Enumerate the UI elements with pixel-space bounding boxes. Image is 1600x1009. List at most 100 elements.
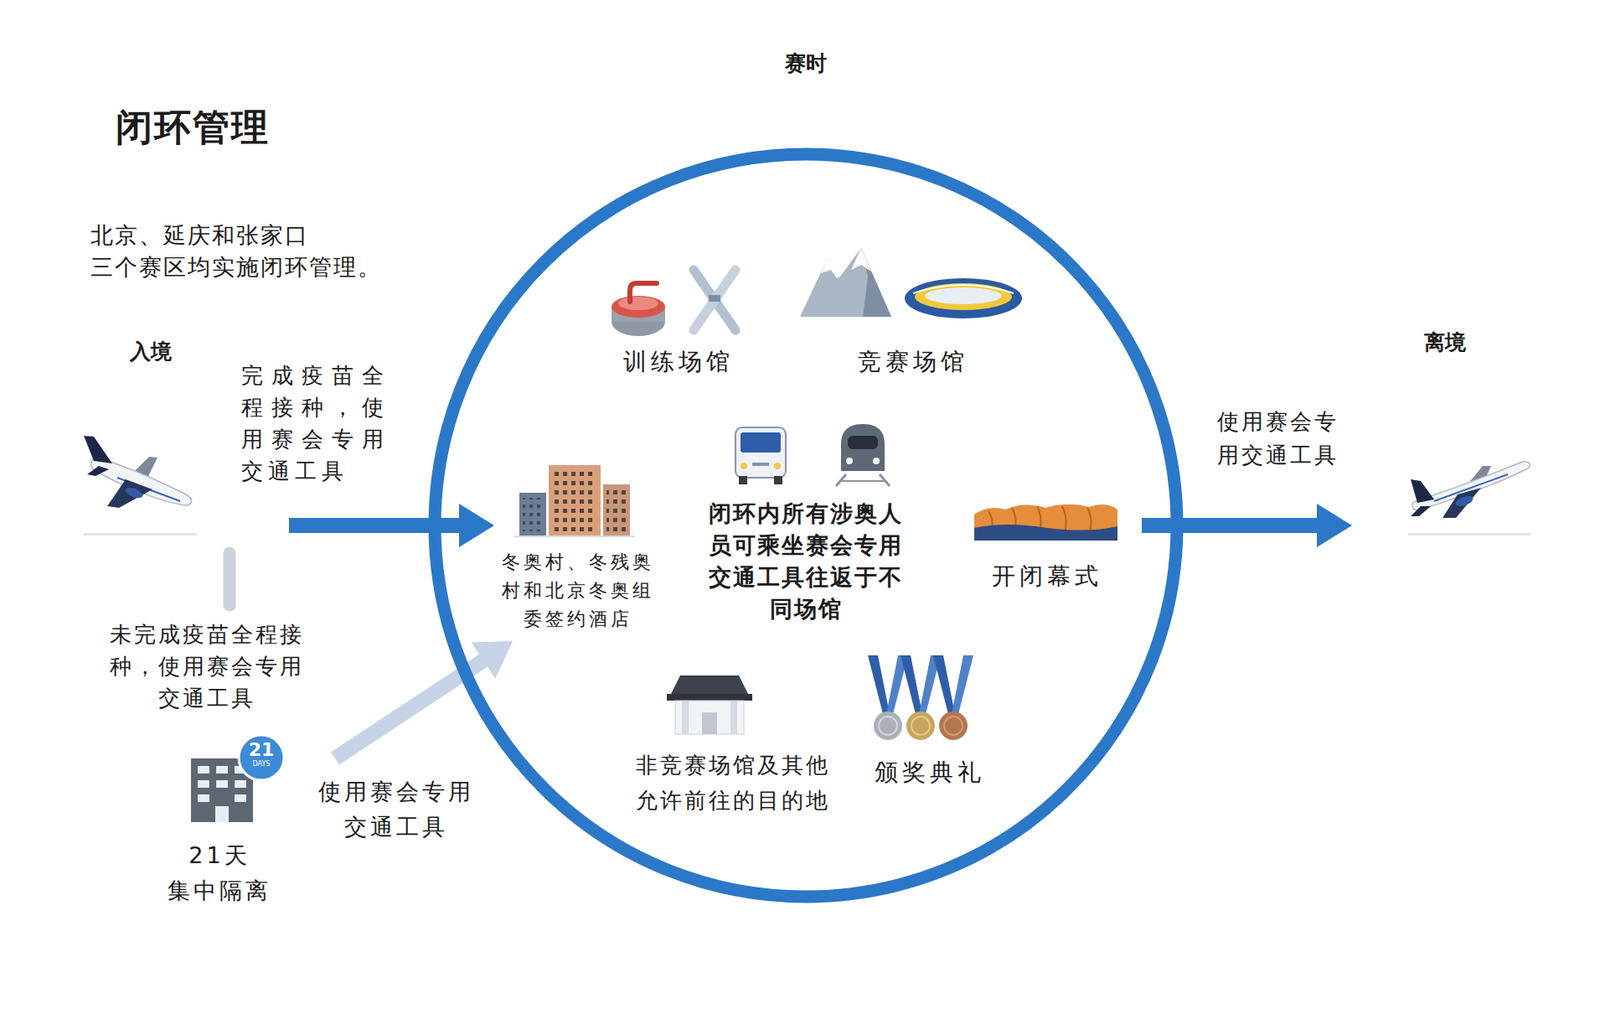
mountain-icon xyxy=(820,258,841,279)
hotel-icon xyxy=(603,484,630,537)
bus-icon xyxy=(774,475,783,485)
training-venue-text: 训练场馆 xyxy=(603,346,754,377)
building-icon xyxy=(701,712,718,734)
curling-stone-icon xyxy=(611,283,666,336)
bus-icon xyxy=(738,475,748,485)
medals-icon xyxy=(939,711,968,740)
hotel-icon xyxy=(522,497,543,532)
medals-icon xyxy=(867,655,974,740)
badge-number-holder: 21 xyxy=(238,740,284,759)
exit-arrow-label: 使用赛会专用交通工具 xyxy=(1217,404,1345,472)
closed-loop-circle-text: 赛时 xyxy=(775,50,837,78)
stadium-icon xyxy=(904,278,1022,319)
quarantine-building-icon xyxy=(190,734,284,822)
curling-stone-icon xyxy=(611,295,666,318)
medals-icon xyxy=(873,711,903,740)
award-ceremony-text: 颁奖典礼 xyxy=(862,757,997,788)
closed-loop-circle-text-holder: 赛时 xyxy=(775,50,837,78)
building-icon xyxy=(670,675,749,696)
medals-icon xyxy=(911,716,930,735)
region-note: 北京、延庆和张家口 三个赛区均实施闭环管理。 xyxy=(90,219,405,284)
ceremony-stadium-icon xyxy=(974,504,1118,541)
curling-stone-icon xyxy=(629,283,657,302)
quarantine-building-icon xyxy=(216,765,228,774)
medals-icon xyxy=(951,655,974,714)
mountain-icon xyxy=(800,247,892,317)
building-icon xyxy=(730,700,738,734)
entry-arrow xyxy=(289,503,495,548)
circle-ring xyxy=(434,154,1177,897)
connector-line xyxy=(223,552,237,605)
entry-group-text-holder: 入境 xyxy=(121,338,181,366)
quarantine-link xyxy=(229,552,231,605)
badge-unit-holder: DAYS xyxy=(238,759,284,768)
stadium-icon xyxy=(924,287,1002,305)
badge-unit: DAYS xyxy=(238,759,284,768)
award-ceremony-text-holder: 颁奖典礼 xyxy=(862,757,997,788)
building-icon xyxy=(666,675,753,734)
airplane-icon xyxy=(123,485,145,501)
quarantine-building-icon xyxy=(234,794,247,802)
stadium-icon xyxy=(913,284,1014,294)
quarantine-building-icon xyxy=(238,734,284,780)
non-competition-venue: 非竞赛场馆及其他允许前往的目的地 xyxy=(619,665,847,821)
train-icon xyxy=(847,435,878,450)
training-venue: 训练场馆 xyxy=(598,255,759,382)
mountain-icon xyxy=(851,247,872,272)
competition-venue-text: 竞赛场馆 xyxy=(837,346,989,377)
train-icon xyxy=(846,457,853,465)
ceremony-venue: 开闭幕式 xyxy=(967,490,1127,599)
bus-icon xyxy=(774,462,781,470)
diagram-title-holder: 闭环管理 xyxy=(115,103,334,151)
quarantine-building-icon xyxy=(215,805,229,822)
skis-icon xyxy=(693,269,736,331)
village-hotel: 冬奥村、冬残奥村和北京冬奥组委签约酒店 xyxy=(494,456,666,641)
exit-group-text-holder: 离境 xyxy=(1415,329,1475,357)
mountain-icon xyxy=(861,247,892,317)
airplane-icon xyxy=(1408,532,1531,536)
bus-icon xyxy=(735,427,786,485)
badge-number: 21 xyxy=(238,740,284,759)
airplane-icon xyxy=(87,465,109,476)
quarantine-group-text-holder: 21天 集中隔离 xyxy=(162,837,277,909)
quarantine-building-icon xyxy=(197,779,210,788)
airplane-icon xyxy=(1410,505,1431,517)
quarantine-building-icon xyxy=(216,779,228,788)
skis-icon xyxy=(708,294,721,302)
building-icon xyxy=(666,693,753,701)
ceremony-stadium-icon xyxy=(974,524,1118,541)
hotel-icon xyxy=(606,489,627,532)
region-note-holder: 北京、延庆和张家口 三个赛区均实施闭环管理。 xyxy=(90,219,405,284)
hotel-icon xyxy=(552,469,597,533)
medals-icon xyxy=(867,655,890,714)
entry-arrow-label: 完成疫苗全程接种，使用赛会专用交通工具 xyxy=(241,359,389,487)
building-icon xyxy=(681,700,689,734)
hotel-icon xyxy=(514,535,635,537)
train-icon xyxy=(872,457,880,465)
quarantine-building-icon xyxy=(197,765,210,774)
bus-icon xyxy=(740,462,748,470)
closed-loop-circle-text: 闭环内所有涉奥人员可乘坐赛会专用交通工具往返于不同场馆 xyxy=(698,497,914,625)
mountain-icon xyxy=(800,247,892,317)
airplane-icon xyxy=(1412,461,1530,511)
entry-arrow-label-holder: 完成疫苗全程接种，使用赛会专用交通工具 xyxy=(241,359,389,487)
airplane-icon xyxy=(1410,479,1435,503)
non-competition-venue-text: 非竞赛场馆及其他允许前往的目的地 xyxy=(628,747,838,818)
village-hotel-text-holder: 冬奥村、冬残奥村和北京冬奥组委签约酒店 xyxy=(495,547,661,634)
arrow-head xyxy=(459,503,495,548)
exit-arrow-label-holder: 使用赛会专用交通工具 xyxy=(1217,404,1345,472)
closed-loop-circle: 赛时闭环内所有涉奥人员可乘坐赛会专用交通工具往返于不同场馆训练场馆竞赛场馆冬奥村… xyxy=(428,147,1184,904)
award-ceremony: 颁奖典礼 xyxy=(858,649,1002,796)
exit-group-text: 离境 xyxy=(1415,329,1475,357)
quarantine-building-icon xyxy=(234,779,247,788)
hotel-icon xyxy=(519,492,547,537)
village-hotel-text: 冬奥村、冬残奥村和北京冬奥组委签约酒店 xyxy=(495,547,661,634)
training-venue-text-holder: 训练场馆 xyxy=(603,346,754,377)
skis-icon xyxy=(693,269,736,331)
airplane-icon xyxy=(83,435,197,536)
competition-venue-text-holder: 竞赛场馆 xyxy=(837,346,989,377)
airplane-icon xyxy=(1454,494,1475,509)
airplane-icon xyxy=(91,457,192,506)
